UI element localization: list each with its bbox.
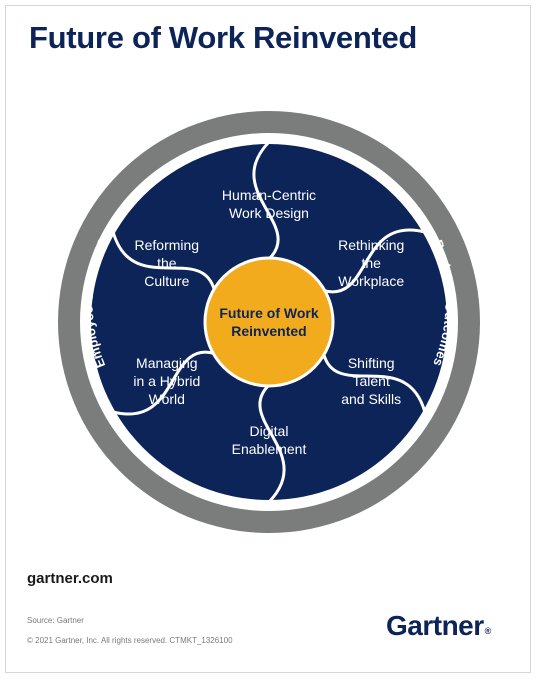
segment-divider — [112, 350, 215, 416]
segment-label-line: in a Hybrid — [133, 373, 200, 389]
segment-label-line: Digital — [250, 423, 289, 439]
segment-label-line: Shifting — [348, 355, 395, 371]
copyright-note: © 2021 Gartner, Inc. All rights reserved… — [27, 636, 233, 645]
segment-divider — [323, 228, 426, 294]
segment-label-line: the — [361, 255, 381, 271]
segment-label-line: Managing — [136, 355, 198, 371]
center-label-line: Future of Work — [219, 305, 319, 321]
segment-label-line: Rethinking — [338, 237, 404, 253]
segment-label-line: Reforming — [135, 237, 200, 253]
gartner-logo: Gartner® — [386, 610, 491, 642]
segment-divider — [252, 140, 280, 261]
segment-label-line: Workplace — [338, 273, 404, 289]
segment-label-line: Enablement — [232, 441, 307, 457]
page-title: Future of Work Reinvented — [29, 20, 418, 55]
segment-label-line: Human-Centric — [222, 187, 316, 203]
source-note: Source: Gartner — [27, 616, 84, 625]
center-label-line: Reinvented — [231, 323, 306, 339]
segment-divider — [322, 353, 427, 413]
segment-divider — [111, 231, 216, 291]
segment-label-line: World — [149, 391, 185, 407]
segment-label-line: Work Design — [229, 205, 309, 221]
segment-label-line: the — [157, 255, 177, 271]
center-circle — [203, 256, 335, 388]
segment-label-line: Culture — [144, 273, 189, 289]
segment-label-line: Talent — [353, 373, 390, 389]
segment-divider — [258, 383, 286, 504]
logo-wordmark: Gartner — [386, 610, 484, 641]
segment-dividers — [111, 140, 427, 504]
website-link[interactable]: gartner.com — [27, 570, 113, 587]
registered-mark: ® — [484, 626, 492, 636]
segment-label-line: and Skills — [341, 391, 401, 407]
